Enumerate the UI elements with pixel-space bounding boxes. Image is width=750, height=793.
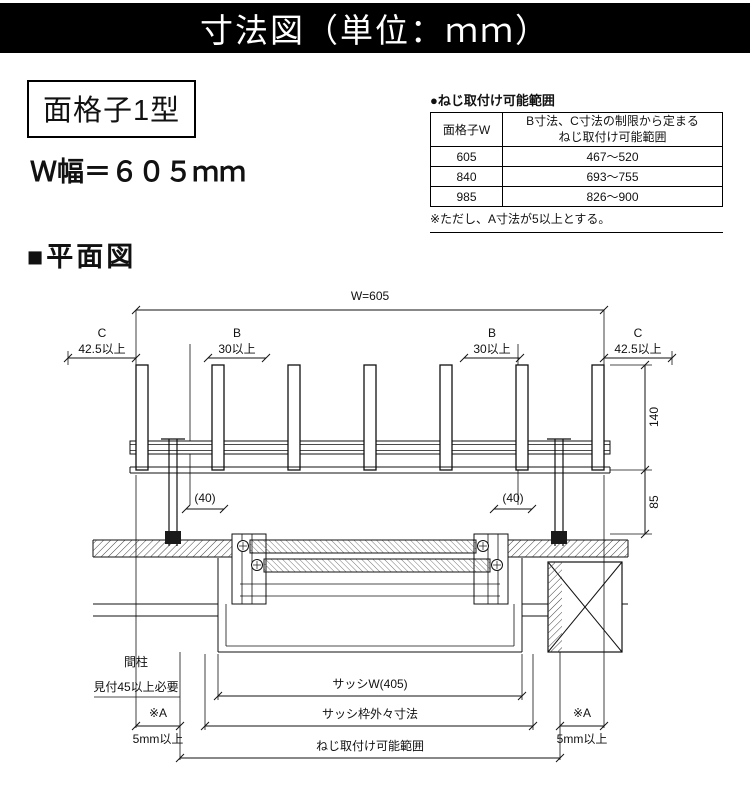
screw-range-caption: ●ねじ取付け可能範囲: [430, 93, 555, 108]
sash-section: [231, 533, 509, 605]
section-heading: ■平面図: [27, 242, 137, 272]
grille-slat: [211, 364, 225, 471]
sash-pane-inner: [263, 558, 491, 573]
bottom-dims: サッシW(405) サッシ枠外々寸法 ※A 5mm以上 ※A 5mm以上 ねじ取: [131, 677, 609, 763]
table-row: 840 693～755: [430, 166, 723, 188]
dim-screw-range-label: ねじ取付け可能範囲: [316, 738, 424, 753]
col-header-mengoshi-w: 面格子W: [430, 111, 503, 148]
dim-a-left-label: ※A: [149, 706, 167, 720]
dim-w-label: W=605: [351, 289, 390, 303]
screw-range-block: ●ねじ取付け可能範囲 面格子W B寸法、C寸法の制限から定まる ねじ取付け可能範…: [430, 90, 723, 234]
table-row: 985 826～900: [430, 186, 723, 208]
grille-slat: [515, 364, 529, 471]
dim-140-label: 140: [647, 407, 661, 427]
cell-range-985: 826～900: [502, 186, 723, 208]
page-title: 寸法図（単位：ｍｍ）: [200, 12, 550, 49]
grille-slat: [363, 364, 377, 471]
grille-plan: [129, 364, 611, 474]
dim-depth-gap: 140 85: [610, 360, 661, 539]
stud-section: [547, 561, 623, 653]
stud-note-line1: 間柱: [124, 654, 148, 669]
cell-range-605: 467～520: [502, 146, 723, 168]
dim-a-right-label: ※A: [573, 706, 591, 720]
dim-40-right-label: (40): [502, 491, 523, 505]
table-header-row: 面格子W B寸法、C寸法の制限から定まる ねじ取付け可能範囲: [430, 111, 723, 148]
stud-note-line2: 見付45以上必要: [93, 680, 178, 694]
dim-b-left: B: [233, 326, 241, 340]
dim-c-right-value: 42.5以上: [614, 342, 661, 356]
cell-w-605: 605: [430, 146, 503, 168]
col-header-range-line2: ねじ取付け可能範囲: [558, 129, 667, 144]
dim-c-right: C: [634, 326, 643, 340]
stud-note: 間柱 見付45以上必要: [93, 654, 180, 698]
product-label: 面格子1型: [43, 95, 181, 127]
cell-w-985: 985: [430, 186, 503, 208]
dim-overall-width: W=605: [131, 289, 609, 365]
title-bar: 寸法図（単位：ｍｍ）: [0, 3, 750, 53]
dim-b-right-value: 30以上: [473, 342, 510, 356]
screw-range-table: 面格子W B寸法、C寸法の制限から定まる ねじ取付け可能範囲 605 467～5…: [430, 111, 723, 208]
dim-40: (40) (40): [181, 491, 537, 514]
dim-c-left: C: [98, 326, 107, 340]
extension-lines: [135, 475, 605, 760]
dim-sash-w-label: サッシW(405): [332, 677, 407, 691]
plan-view-drawing: W=605 C 42.5以上 B 30以上 B: [63, 289, 677, 763]
cell-w-840: 840: [430, 166, 503, 188]
dim-40-left-label: (40): [194, 491, 215, 505]
mounting-brackets: [161, 438, 571, 546]
sash-pane-outer: [249, 539, 477, 554]
cell-range-840: 693～755: [502, 166, 723, 188]
wall-section: [92, 539, 629, 558]
width-label: Ｗ幅＝６０５ｍｍ: [30, 157, 246, 187]
grille-slat: [135, 364, 149, 471]
dim-frame-outer-label: サッシ枠外々寸法: [322, 707, 418, 721]
col-header-range-line1: B寸法、C寸法の制限から定まる: [526, 114, 699, 128]
col-header-range: B寸法、C寸法の制限から定まる ねじ取付け可能範囲: [502, 111, 723, 148]
dim-85-label: 85: [647, 495, 661, 509]
table-note: ※ただし、A寸法が5以上とする。: [430, 207, 723, 234]
table-row: 605 467～520: [430, 146, 723, 168]
dim-a-right-value: 5mm以上: [557, 732, 608, 746]
grille-slat: [439, 364, 453, 471]
dim-a-left-value: 5mm以上: [133, 732, 184, 746]
product-label-box: 面格子1型: [27, 80, 197, 138]
dim-c-left-value: 42.5以上: [78, 342, 125, 356]
dim-cb-row: C 42.5以上 B 30以上 B 30以上 C 42.5以上: [63, 326, 677, 505]
bracket-anchor: [165, 531, 181, 544]
dim-b-left-value: 30以上: [218, 342, 255, 356]
bracket-anchor: [551, 531, 567, 544]
dim-b-right: B: [488, 326, 496, 340]
grille-slat: [287, 364, 301, 471]
grille-slat: [591, 364, 605, 471]
